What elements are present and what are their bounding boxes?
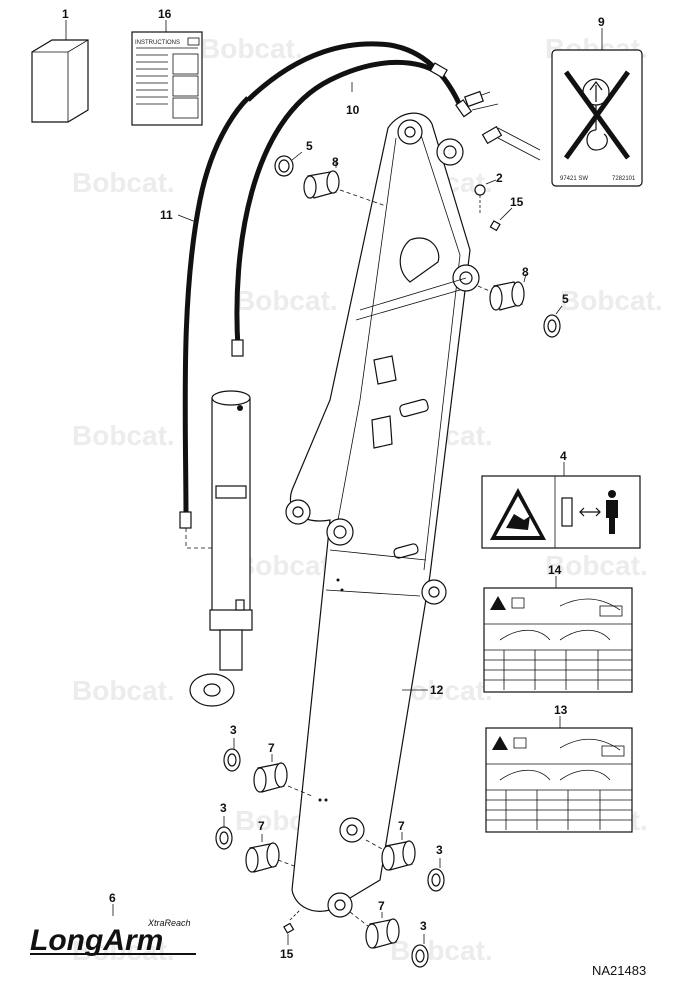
callout-4: 4 <box>560 449 567 463</box>
part-12-arm <box>285 112 480 918</box>
callout-10: 10 <box>346 103 360 117</box>
watermark: Bobcat. <box>545 550 648 581</box>
part-7-bushing-b <box>245 834 295 873</box>
callout-3: 3 <box>220 801 227 815</box>
watermark: Bobcat. <box>72 167 175 198</box>
callout-14: 14 <box>548 563 562 577</box>
watermark: Bobcat. <box>560 285 663 316</box>
callout-7: 7 <box>398 819 405 833</box>
watermark: Bobcat. <box>72 420 175 451</box>
callout-6: 6 <box>109 891 116 905</box>
part-3-seal-a <box>223 738 241 772</box>
decal-9-right-code: 7282101 <box>612 176 636 182</box>
part-14-lift-capacity-decal <box>483 576 633 693</box>
part-16-instructions-sheet: INSTRUCTIONS <box>131 20 203 126</box>
callout-16: 16 <box>158 7 172 21</box>
callout-1: 1 <box>62 7 69 21</box>
part-7-bushing-c <box>365 832 416 871</box>
part-6-longarm-decal: XtraReach LongArm <box>30 904 196 957</box>
callout-2: 2 <box>496 171 503 185</box>
part-5-seal-upper-left <box>274 151 303 177</box>
part-8-bushing-right <box>477 273 527 311</box>
callout-5: 5 <box>306 139 313 153</box>
callout-7: 7 <box>258 819 265 833</box>
part-7-bushing-a <box>253 754 313 797</box>
watermark: Bobcat. <box>235 285 338 316</box>
logo-main-text: LongArm <box>30 924 163 957</box>
part-3-seal-c <box>427 858 445 892</box>
watermark: Bobcat. <box>72 675 175 706</box>
callout-15: 15 <box>280 947 294 961</box>
callout-3: 3 <box>420 919 427 933</box>
callout-7: 7 <box>378 899 385 913</box>
decal-9-left-code: 97421 SW <box>560 176 588 182</box>
part-1-kit-box <box>31 20 89 123</box>
drawing-reference-number: NA21483 <box>592 963 646 978</box>
part-5-seal-right <box>543 305 563 338</box>
part-4-crush-warning-decal <box>481 462 641 549</box>
part-15-grease-fitting-lower <box>283 909 301 945</box>
callout-15: 15 <box>510 195 524 209</box>
part-10-hose <box>234 41 541 349</box>
callout-7: 7 <box>268 741 275 755</box>
watermark: Bobcat. <box>235 550 338 581</box>
part-3-seal-d <box>411 934 429 968</box>
callout-labels: 1 16 9 10 5 8 2 15 11 8 5 4 14 12 13 3 7… <box>62 7 605 961</box>
callout-9: 9 <box>598 15 605 29</box>
callout-11: 11 <box>160 208 173 222</box>
callout-3: 3 <box>230 723 237 737</box>
watermark: Bobcat. <box>390 935 493 966</box>
part-15-grease-fitting-upper <box>489 207 513 232</box>
callout-12: 12 <box>430 683 444 697</box>
watermark: Bobcat. <box>200 33 303 64</box>
callout-3: 3 <box>436 843 443 857</box>
watermark: Bobcat. <box>72 935 175 966</box>
part-3-seal-b <box>215 816 233 850</box>
callout-8: 8 <box>332 155 339 169</box>
part-9-no-lift-decal: 97421 SW 7282101 <box>551 28 643 187</box>
hydraulic-cylinder <box>189 390 253 707</box>
part-7-bushing-d <box>349 911 400 949</box>
part-13-lift-capacity-decal <box>485 716 633 833</box>
part-2-grease-fitting <box>474 179 497 215</box>
callout-5: 5 <box>562 292 569 306</box>
callout-13: 13 <box>554 703 568 717</box>
instructions-label: INSTRUCTIONS <box>135 40 180 46</box>
logo-sub-text: XtraReach <box>147 918 191 928</box>
part-8-bushing-upper-left <box>303 160 387 207</box>
callout-8: 8 <box>522 265 529 279</box>
